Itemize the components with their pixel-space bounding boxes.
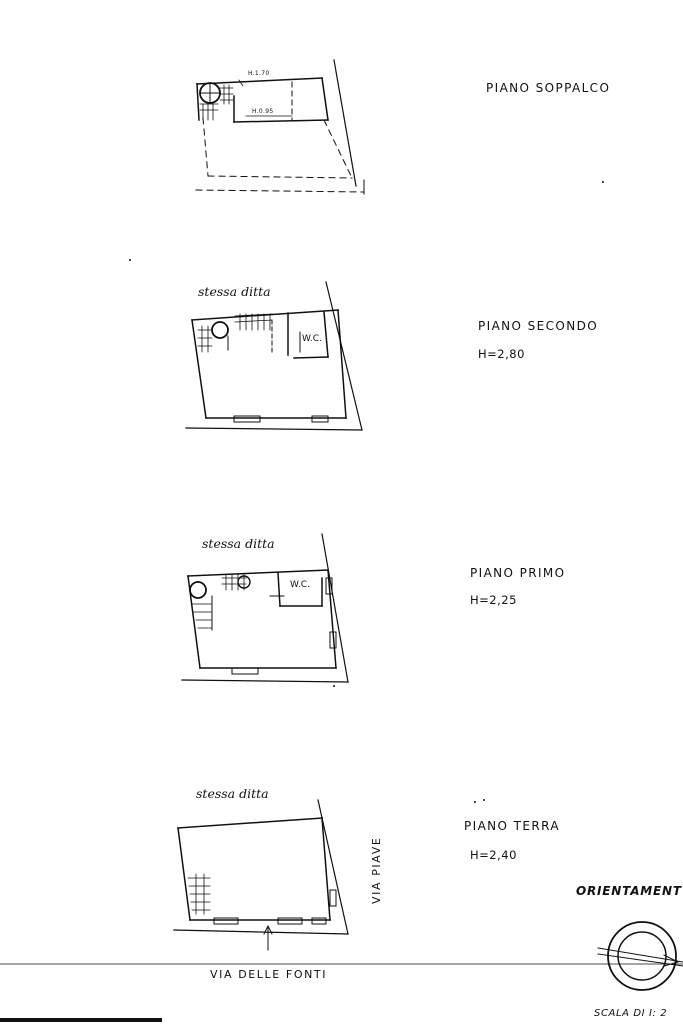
- plan-terra: [173, 799, 349, 951]
- plan-soppalco: [195, 59, 365, 195]
- plan-secondo: [185, 281, 363, 431]
- floor-title: PIANO PRIMO: [470, 566, 566, 580]
- neighbor-label: stessa ditta: [196, 786, 269, 801]
- scale-label: SCALA DI I: 2: [594, 1008, 668, 1019]
- compass-icon: [597, 921, 683, 991]
- dimension-label: H.1.70: [248, 70, 270, 77]
- orientation-label: ORIENTAMENT: [576, 884, 682, 898]
- street-front-label: VIA DELLE FONTI: [210, 968, 328, 981]
- wc-label: W.C.: [302, 334, 322, 344]
- floor-title: PIANO SECONDO: [478, 319, 599, 333]
- dimension-label: H.0.95: [252, 108, 274, 115]
- neighbor-label: stessa ditta: [202, 536, 275, 551]
- floor-height: H=2,25: [470, 593, 517, 607]
- plan-primo: [181, 533, 349, 683]
- floor-title: PIANO TERRA: [464, 819, 560, 833]
- floor-height: H=2,40: [470, 848, 517, 862]
- neighbor-label: stessa ditta: [198, 284, 271, 299]
- floor-height: H=2,80: [478, 347, 525, 361]
- street-side-label: VIA PIAVE: [370, 836, 383, 904]
- floor-title: PIANO SOPPALCO: [486, 81, 611, 95]
- wc-label: W.C.: [290, 580, 310, 590]
